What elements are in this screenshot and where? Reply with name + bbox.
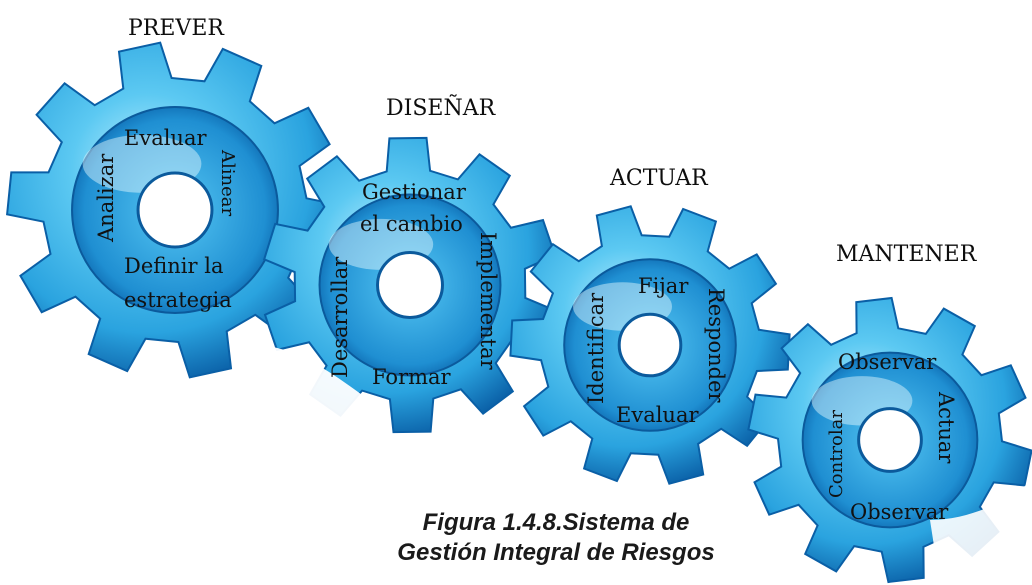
label-analizar: Analizar: [94, 153, 118, 242]
label-desarrollar: Desarrollar: [328, 256, 352, 378]
gear-title-disenar: DISEÑAR: [386, 96, 496, 121]
label-implementar: Implementar: [476, 232, 500, 370]
gear-prever: [6, 41, 344, 379]
label-evaluar-actuar: Evaluar: [616, 403, 699, 427]
label-responder: Responder: [704, 288, 728, 403]
figure-caption-line1: Figura 1.4.8.Sistema de: [422, 509, 690, 536]
label-observar-bottom: Observar: [850, 500, 949, 524]
gear-disenar: [262, 136, 558, 434]
label-estrategia: estrategia: [124, 288, 232, 312]
white-swoosh-decoration-right: [930, 480, 1032, 585]
label-fijar: Fijar: [638, 274, 689, 298]
gear-axle-hole: [376, 251, 444, 319]
label-gestionar: Gestionar: [362, 180, 466, 204]
gear-actuar: [509, 205, 791, 485]
label-actuar-side: Actuar: [934, 392, 958, 464]
label-evaluar: Evaluar: [124, 126, 207, 150]
gear-title-mantener: MANTENER: [836, 242, 977, 267]
gear-axle-hole: [857, 407, 923, 473]
label-definir-la: Definir la: [124, 254, 224, 278]
gear-mantener: [747, 296, 1032, 584]
gear-axle-hole: [136, 171, 214, 249]
label-alinear: Alinear: [217, 150, 238, 217]
figure-caption-line2: Gestión Integral de Riesgos: [397, 539, 715, 566]
white-swoosh-decoration: [236, 344, 372, 440]
label-formar: Formar: [372, 365, 451, 389]
label-observar-top: Observar: [838, 350, 937, 374]
gear-axle-hole: [617, 312, 683, 378]
label-identificar: Identificar: [584, 292, 608, 404]
label-controlar: Controlar: [826, 410, 847, 498]
gear-title-actuar: ACTUAR: [610, 166, 708, 191]
gear-title-prever: PREVER: [128, 16, 224, 41]
label-el-cambio: el cambio: [360, 212, 463, 236]
